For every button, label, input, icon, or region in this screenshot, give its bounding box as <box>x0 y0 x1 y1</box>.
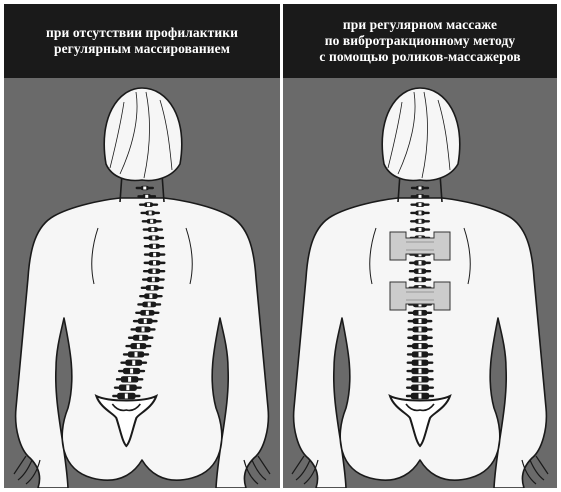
vertebra-highlight <box>419 203 422 206</box>
panel-with-massage: при регулярном массаже по вибротракционн… <box>283 4 557 488</box>
vertebra-highlight <box>137 344 140 349</box>
vertebra-highlight <box>419 228 422 231</box>
vertebra-highlight <box>419 394 422 399</box>
panel-without-prevention: при отсутствии профилактики регулярным м… <box>4 4 280 488</box>
vertebra-highlight <box>419 220 422 223</box>
torso-outline <box>16 198 269 488</box>
vertebra-highlight <box>419 377 422 382</box>
vertebra-highlight <box>135 352 138 357</box>
back-illustration <box>283 78 557 488</box>
vertebra-highlight <box>150 220 153 223</box>
vertebra-highlight <box>419 369 422 374</box>
vertebra-highlight <box>147 203 150 206</box>
vertebra-highlight <box>419 352 422 357</box>
vertebra-highlight <box>419 195 422 198</box>
vertebra-highlight <box>419 344 422 349</box>
vertebra-highlight <box>151 286 154 290</box>
vertebra-highlight <box>419 385 422 390</box>
vertebra-highlight <box>126 385 129 390</box>
vertebra-highlight <box>419 360 422 365</box>
vertebra-highlight <box>130 369 133 374</box>
vertebra-highlight <box>419 327 422 331</box>
vertebra-highlight <box>148 302 151 306</box>
head <box>382 88 460 180</box>
vertebra-highlight <box>419 319 422 323</box>
vertebra-highlight <box>145 195 148 198</box>
vertebra-highlight <box>419 269 422 273</box>
vertebra-highlight <box>419 187 422 190</box>
vertebra-highlight <box>125 394 128 399</box>
vertebra-highlight <box>146 311 149 315</box>
vertebra-highlight <box>419 211 422 214</box>
panel-header: при регулярном массаже по вибротракционн… <box>283 4 557 78</box>
vertebra-highlight <box>419 278 422 282</box>
back-illustration-svg <box>283 78 557 488</box>
vertebra-highlight <box>128 377 131 382</box>
vertebra-highlight <box>149 294 152 298</box>
panel-header: при отсутствии профилактики регулярным м… <box>4 4 280 78</box>
vertebra-highlight <box>153 244 156 248</box>
vertebra-highlight <box>153 253 156 257</box>
vertebra-highlight <box>142 327 145 331</box>
vertebra-highlight <box>152 236 155 239</box>
vertebra-highlight <box>132 360 135 365</box>
vertebra-highlight <box>153 261 156 265</box>
vertebra-highlight <box>152 278 155 282</box>
vertebra-highlight <box>419 311 422 315</box>
head <box>104 88 182 180</box>
back-illustration <box>4 78 280 488</box>
vertebra-highlight <box>419 336 422 340</box>
vertebra-highlight <box>151 228 154 231</box>
vertebra-highlight <box>143 187 146 190</box>
vertebra-highlight <box>419 261 422 265</box>
panel-caption: при регулярном массаже по вибротракционн… <box>319 17 520 65</box>
vertebra-highlight <box>139 336 142 340</box>
vertebra-highlight <box>153 269 156 273</box>
vertebra-highlight <box>149 211 152 214</box>
panel-caption: при отсутствии профилактики регулярным м… <box>46 25 238 57</box>
vertebra-highlight <box>144 319 147 323</box>
back-illustration-svg <box>4 78 280 488</box>
